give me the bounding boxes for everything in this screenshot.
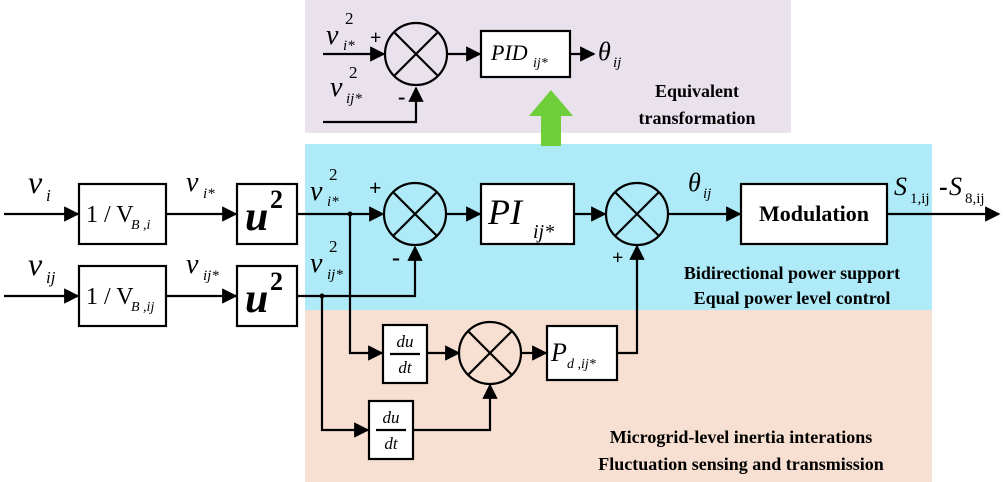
normalized-v-i: v i* — [186, 167, 215, 202]
svg-text:ij*: ij* — [203, 268, 219, 284]
svg-text:-: - — [939, 172, 948, 201]
svg-text:θ: θ — [688, 168, 701, 197]
top-theta-output: θ ij — [598, 37, 621, 71]
svg-text:v: v — [28, 164, 43, 200]
svg-text:du: du — [383, 408, 400, 427]
top-input-1: v 2 i* — [326, 9, 355, 54]
top-minus-sign: - — [398, 84, 405, 109]
top-caption-line1: Equivalent — [655, 81, 739, 101]
svg-text:du: du — [397, 332, 414, 351]
svg-text:i*: i* — [327, 194, 339, 210]
svg-text:ij: ij — [613, 55, 621, 71]
top-plus-sign: + — [370, 27, 381, 49]
svg-text:2: 2 — [270, 185, 283, 214]
svg-text:S: S — [949, 172, 962, 201]
svg-text:v: v — [186, 167, 199, 198]
svg-text:ij: ij — [703, 186, 711, 202]
top-caption-line2: transformation — [639, 108, 756, 128]
top-input-2: v 2 ij* — [330, 63, 362, 107]
svg-text:u: u — [245, 194, 268, 240]
normalized-v-ij: v ij* — [186, 249, 219, 284]
svg-text:v: v — [326, 20, 339, 51]
svg-text:B ,i: B ,i — [131, 218, 151, 233]
svg-text:PID: PID — [490, 40, 528, 65]
middle-plus-sign-2: + — [612, 247, 623, 269]
svg-text:dt: dt — [398, 358, 413, 377]
svg-text:ij*: ij* — [533, 56, 548, 71]
squared-v-i: v 2 i* — [310, 165, 339, 210]
svg-text:ij*: ij* — [346, 91, 362, 107]
svg-text:i*: i* — [203, 186, 215, 202]
svg-text:1 / V: 1 / V — [86, 284, 134, 310]
svg-text:v: v — [186, 249, 199, 280]
svg-text:v: v — [310, 176, 323, 207]
pi-block — [479, 182, 576, 246]
svg-text:1,ij: 1,ij — [910, 191, 930, 207]
svg-text:2: 2 — [349, 63, 358, 82]
svg-text:ij*: ij* — [327, 267, 343, 283]
svg-text:v: v — [310, 248, 323, 279]
input-v-i: v i — [28, 164, 51, 205]
svg-text:v: v — [330, 72, 343, 103]
svg-text:B ,ij: B ,ij — [131, 300, 154, 315]
svg-text:8,ij: 8,ij — [965, 191, 985, 207]
pid-block — [479, 29, 572, 79]
switch-signal-output: S 1,ij - S 8,ij — [894, 172, 985, 207]
transformation-arrow — [529, 90, 573, 146]
input-v-ij: v ij — [28, 246, 56, 287]
svg-text:i: i — [46, 186, 51, 205]
svg-text:v: v — [28, 246, 43, 282]
svg-text:S: S — [894, 172, 907, 201]
square-block-i — [235, 182, 299, 246]
bottom-caption-line1: Microgrid-level inertia interations — [610, 427, 873, 447]
middle-plus-sign: + — [369, 175, 382, 200]
svg-text:PI: PI — [487, 192, 524, 232]
svg-text:Modulation: Modulation — [759, 201, 869, 226]
squared-v-ij: v 2 ij* — [310, 237, 343, 283]
bottom-caption-line2: Fluctuation sensing and transmission — [598, 454, 884, 474]
svg-text:1 / V: 1 / V — [86, 202, 134, 228]
svg-text:u: u — [245, 276, 268, 322]
svg-text:ij*: ij* — [533, 221, 554, 243]
middle-caption-line1: Bidirectional power support — [684, 263, 900, 283]
svg-text:i*: i* — [343, 38, 355, 54]
square-block-ij — [235, 264, 299, 328]
svg-text:dt: dt — [384, 434, 399, 453]
svg-text:ij: ij — [46, 268, 56, 287]
svg-text:d ,ij*: d ,ij* — [567, 357, 596, 372]
svg-text:2: 2 — [345, 9, 354, 28]
svg-text:2: 2 — [329, 165, 338, 184]
svg-text:θ: θ — [598, 37, 611, 66]
svg-text:2: 2 — [329, 237, 338, 256]
middle-caption-line2: Equal power level control — [694, 288, 891, 308]
svg-text:2: 2 — [270, 267, 283, 296]
svg-text:P: P — [550, 338, 567, 367]
middle-minus-sign: - — [392, 245, 400, 271]
middle-theta-label: θ ij — [688, 168, 711, 202]
